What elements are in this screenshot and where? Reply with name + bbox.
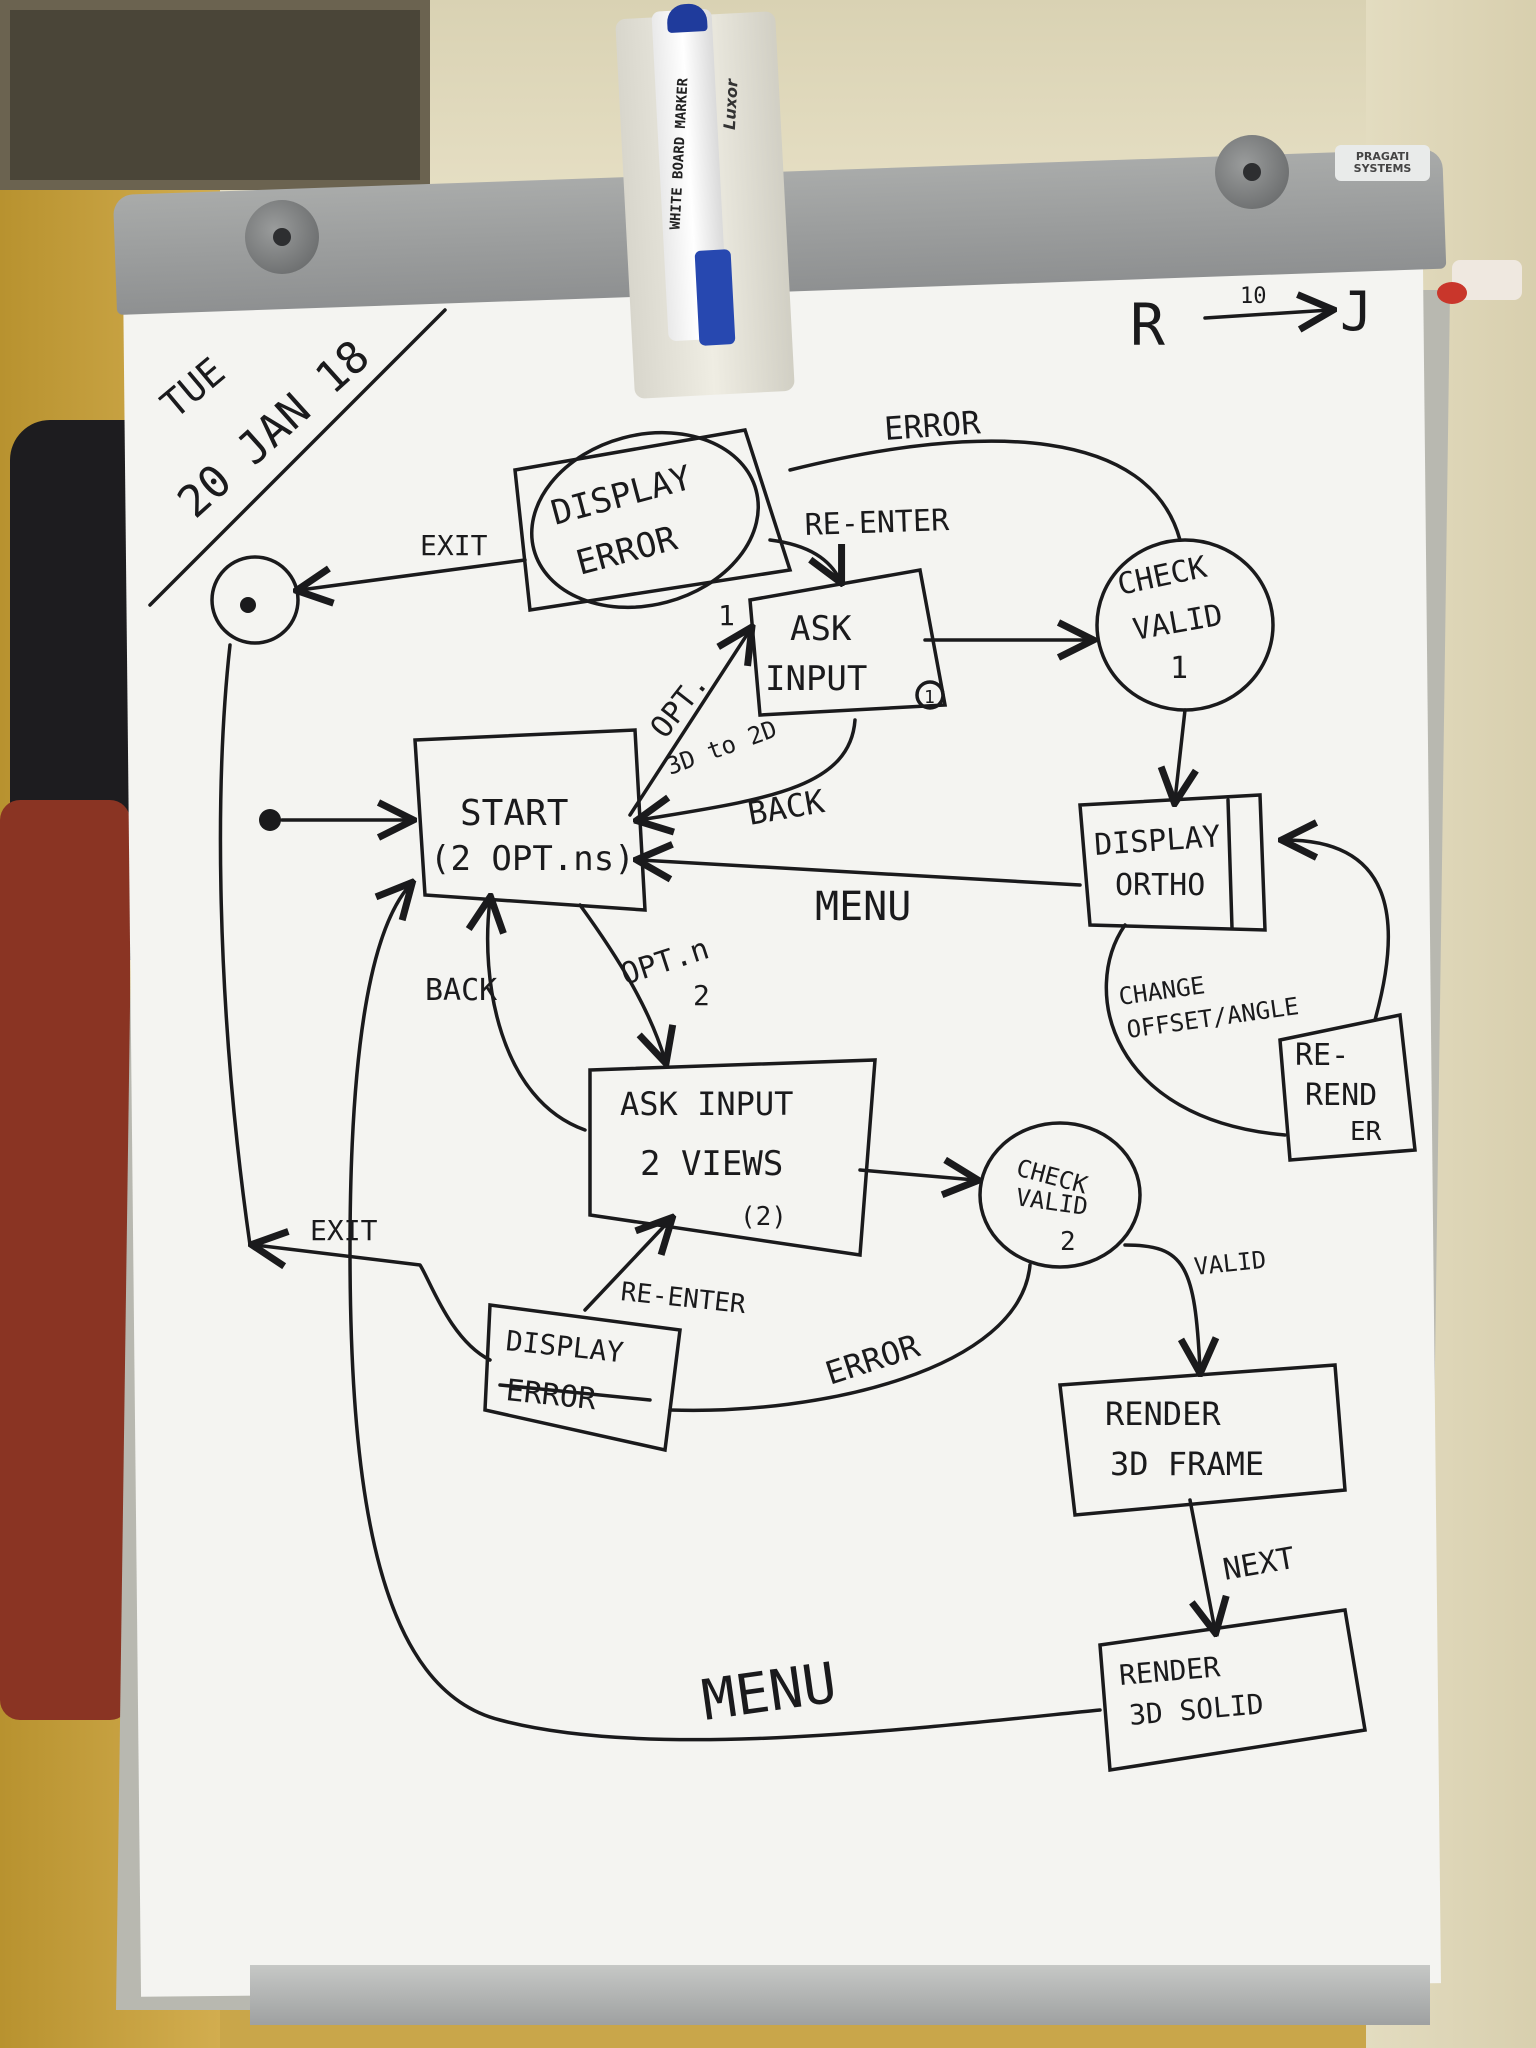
edge-opt2 <box>578 903 665 1060</box>
edge-exit-bottom-label: EXIT <box>310 1214 378 1247</box>
display-error-top-line2: ERROR <box>572 518 682 583</box>
edge-ask2-to-valid2 <box>858 1170 975 1180</box>
edge-error-top-label: ERROR <box>883 403 982 448</box>
re-render-node <box>1278 1012 1417 1162</box>
ask-input-1-tag-text: 1 <box>924 687 935 708</box>
re-render-line2: REND <box>1305 1078 1377 1113</box>
render-3d-solid-line1: RENDER <box>1118 1650 1222 1692</box>
edge-back-top-label: BACK <box>745 782 828 833</box>
edge-back-left-label: BACK <box>425 973 497 1008</box>
edge-menu-bottom <box>348 885 1102 1742</box>
edge-re-enter-bottom <box>583 1220 670 1312</box>
edge-exit-top-label: EXIT <box>420 529 488 562</box>
render-3d-solid-node <box>1098 1608 1368 1773</box>
error-strike-line <box>498 1383 652 1402</box>
window-frame <box>0 0 430 190</box>
edge-opt1-label: OPT. <box>644 666 716 744</box>
check-valid-1-line2: VALID <box>1130 598 1225 648</box>
edge-back-left <box>488 900 587 1132</box>
right-knob-icon <box>1215 135 1289 209</box>
edge-menu-top-label: MENU <box>815 884 911 930</box>
edge-re-enter-bottom-label: RE-ENTER <box>619 1277 747 1320</box>
display-error-top-circle <box>530 430 760 610</box>
edge-error-bottom-label: ERROR <box>821 1326 925 1392</box>
left-knob-icon <box>245 200 319 274</box>
edge-opt1-num: 1 <box>718 599 735 632</box>
edge-next <box>1188 1498 1215 1630</box>
render-3d-frame-line1: RENDER <box>1105 1395 1221 1433</box>
re-render-line3: ER <box>1350 1117 1382 1147</box>
ask-input-2-line3: (2) <box>740 1202 787 1232</box>
note-num: 10 <box>1240 284 1267 309</box>
edge-valid-label: VALID <box>1193 1246 1268 1281</box>
note-j: J <box>1340 280 1373 343</box>
board-brand-logo: PRAGATI SYSTEMS <box>1335 145 1430 181</box>
display-ortho-divider <box>1226 798 1234 930</box>
ask-input-1-line1: ASK <box>790 609 852 649</box>
edge-next-label: NEXT <box>1220 1541 1297 1588</box>
ask-input-1-tag <box>915 680 945 710</box>
edge-re-enter-top <box>768 538 840 580</box>
edge-valid1-to-ortho <box>1175 708 1185 800</box>
ask-input-2-line1: ASK INPUT <box>620 1085 793 1123</box>
display-ortho-node <box>1078 793 1267 932</box>
render-3d-solid-line2: 3D SOLID <box>1128 1687 1265 1732</box>
edge-opt2-num: 2 <box>693 979 710 1012</box>
ask-input-2-line2: 2 VIEWS <box>640 1144 783 1184</box>
edge-change-offset-label: CHANGE <box>1117 971 1207 1011</box>
edge-back-top <box>640 718 857 820</box>
start-sublabel: (2 OPT.ns) <box>430 839 635 879</box>
render-3d-frame-node <box>1058 1363 1347 1517</box>
check-valid-2-line3: 2 <box>1060 1227 1076 1257</box>
display-error-bottom-line1: DISPLAY <box>504 1324 625 1369</box>
edge-exit-bottom <box>255 1245 492 1362</box>
display-ortho-line2: ORTHO <box>1115 868 1205 903</box>
edge-exit-line <box>218 643 252 1247</box>
note-arrow <box>1203 310 1330 318</box>
hook-dot-icon <box>1437 282 1467 304</box>
date-day: TUE <box>153 349 234 427</box>
final-state-node <box>210 555 300 645</box>
edge-re-render-loop <box>1285 840 1391 1022</box>
edge-error-bottom <box>668 1263 1032 1413</box>
check-valid-1-line3: 1 <box>1170 651 1188 686</box>
edge-error-top <box>788 439 1182 542</box>
brand-name: PRAGATI SYSTEMS <box>1353 150 1412 175</box>
final-state-dot-icon <box>240 597 256 613</box>
display-ortho-line1: DISPLAY <box>1093 819 1222 863</box>
ask-input-1-line2: INPUT <box>765 659 867 699</box>
edge-valid <box>1123 1243 1200 1370</box>
edge-opt1 <box>628 630 750 817</box>
display-error-bottom-line2: ERROR <box>504 1373 598 1417</box>
edge-change-offset <box>1104 923 1287 1137</box>
display-error-top-node <box>513 428 793 613</box>
start-label: START <box>460 793 568 834</box>
display-error-top-line1: DISPLAY <box>547 458 696 534</box>
render-3d-frame-line2: 3D FRAME <box>1110 1445 1264 1483</box>
edge-menu-bottom-label: MENU <box>698 1651 841 1734</box>
start-node <box>413 728 647 912</box>
initial-state-icon <box>259 809 281 831</box>
bottom-tray <box>250 1965 1430 2025</box>
ask-input-2-node <box>588 1058 877 1258</box>
re-render-line1: RE- <box>1295 1038 1349 1073</box>
display-error-bottom-node <box>483 1303 682 1453</box>
date-divider <box>148 308 447 607</box>
ask-input-1-node <box>748 567 948 717</box>
red-towel <box>0 800 130 1720</box>
edge-re-enter-top-label: RE-ENTER <box>804 503 951 543</box>
note-r: R <box>1130 291 1165 359</box>
edge-menu-top <box>640 860 1082 887</box>
edge-exit-top <box>300 558 527 590</box>
